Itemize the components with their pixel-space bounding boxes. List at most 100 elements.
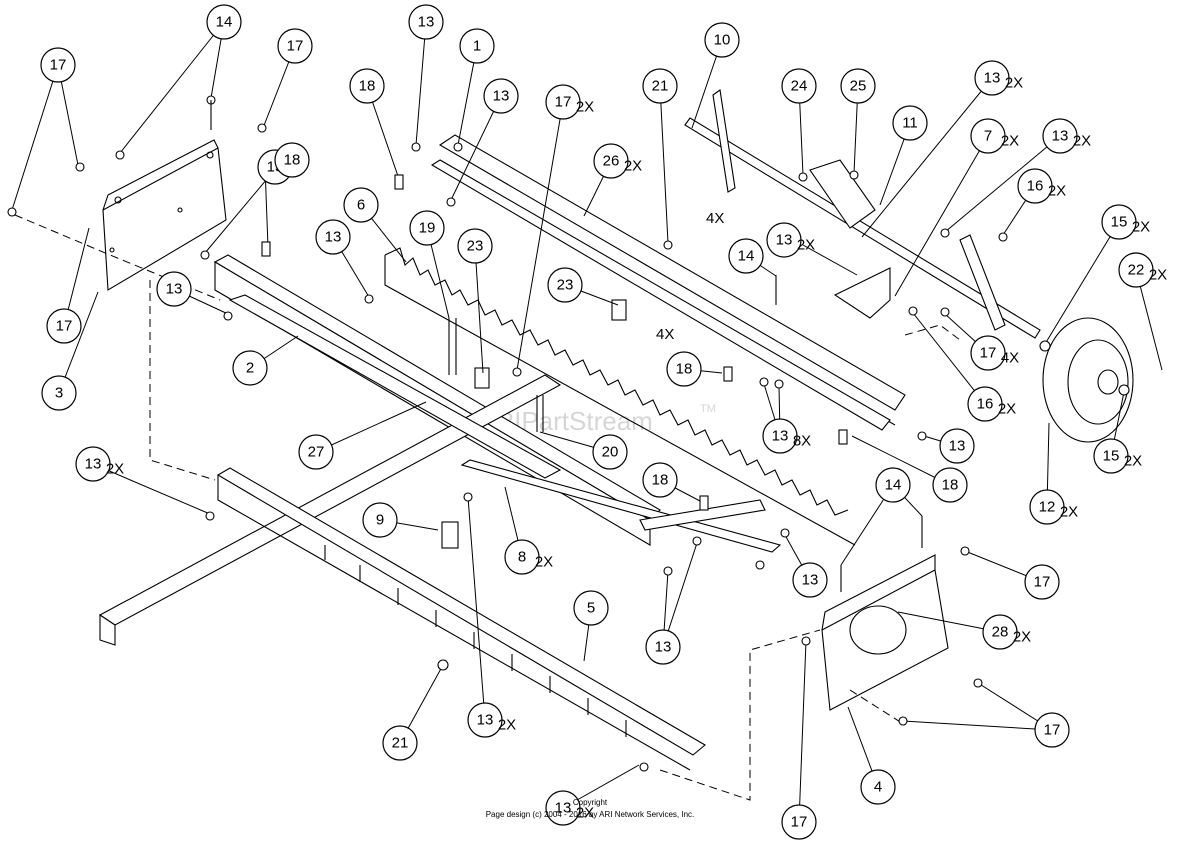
callout-21[interactable]: 21 — [382, 725, 418, 761]
callout-14[interactable]: 14 — [206, 4, 242, 40]
callout-circle — [41, 375, 77, 411]
callout-25[interactable]: 25 — [840, 68, 876, 104]
callout-8[interactable]: 8 2X — [504, 539, 553, 575]
callout-13[interactable]: 13 — [156, 271, 192, 307]
callout-number: 27 — [308, 444, 325, 461]
callout-circle — [459, 28, 495, 64]
copyright-line-2: Page design (c) 2004 - 2016 by ARI Netwo… — [485, 810, 695, 819]
callout-circle — [970, 118, 1006, 154]
callout-number: 17 — [1044, 722, 1061, 739]
callout-13[interactable]: 13 — [483, 78, 519, 114]
callout-circle — [75, 446, 111, 482]
callout-circle — [573, 590, 609, 626]
callout-circle — [666, 351, 702, 387]
callout-circle — [547, 267, 583, 303]
callout-circle — [860, 769, 896, 805]
callout-circle — [545, 790, 581, 826]
part-6-tine-bar — [384, 247, 856, 546]
callout-18[interactable]: 18 — [666, 351, 702, 387]
callout-circle — [1034, 712, 1070, 748]
callout-circle — [40, 47, 76, 83]
callout-27[interactable]: 27 — [298, 434, 334, 470]
callout-18[interactable]: 18 — [349, 68, 385, 104]
callout-11[interactable]: 11 — [892, 105, 928, 141]
callout-18[interactable]: 18 — [274, 142, 310, 178]
callout-number: 13 — [85, 456, 102, 473]
callout-number: 17 — [1034, 574, 1051, 591]
callout-5[interactable]: 5 — [573, 590, 609, 626]
callout-13[interactable]: 13 — [315, 219, 351, 255]
hidden-line-right-plate — [849, 689, 906, 726]
callout-number: 4 — [874, 779, 882, 796]
callout-number: 17 — [791, 814, 808, 831]
callout-13[interactable]: 13 — [792, 562, 828, 598]
part-11-bracket — [809, 159, 876, 229]
callout-circle — [645, 629, 681, 665]
free-label-4x-a: 4X — [706, 210, 724, 227]
callout-number: 8 — [518, 549, 526, 566]
callout-6[interactable]: 6 — [343, 187, 379, 223]
callout-10[interactable]: 10 — [704, 22, 740, 58]
callout-24[interactable]: 24 — [781, 68, 817, 104]
callout-quantity: 2X — [1124, 453, 1142, 470]
callout-13[interactable]: 13 — [939, 428, 975, 464]
callout-13[interactable]: 13 — [645, 629, 681, 665]
part-10-axle-shaft — [684, 89, 1041, 339]
callout-number: 13 — [772, 428, 789, 445]
callout-14[interactable]: 14 — [875, 467, 911, 503]
callout-1[interactable]: 1 — [459, 28, 495, 64]
callout-17[interactable]: 17 — [277, 28, 313, 64]
callout-13[interactable]: 13 — [408, 4, 444, 40]
callout-23[interactable]: 23 — [457, 228, 493, 264]
callout-3[interactable]: 3 — [41, 375, 77, 411]
callout-circle — [932, 467, 968, 503]
callout-2[interactable]: 2 — [232, 350, 268, 386]
callout-21[interactable]: 21 — [642, 68, 678, 104]
callout-number: 16 — [1027, 178, 1044, 195]
callout-circle — [1118, 252, 1154, 288]
callout-19[interactable]: 19 — [409, 210, 445, 246]
callout-number: 28 — [992, 624, 1009, 641]
callout-number: 20 — [602, 444, 619, 461]
callout-17[interactable]: 17 — [46, 308, 82, 344]
callout-number: 7 — [984, 128, 992, 145]
callout-18[interactable]: 18 — [932, 467, 968, 503]
callout-23[interactable]: 23 — [547, 267, 583, 303]
callout-17[interactable]: 17 — [40, 47, 76, 83]
callout-quantity: 2X — [535, 554, 553, 571]
callout-14[interactable]: 14 — [728, 238, 764, 274]
callout-20[interactable]: 20 — [592, 434, 628, 470]
callout-17[interactable]: 17 — [1034, 712, 1070, 748]
callout-17[interactable]: 17 — [781, 804, 817, 840]
callout-18[interactable]: 18 — [642, 462, 678, 498]
callout-4[interactable]: 4 — [860, 769, 896, 805]
callout-circle — [892, 105, 928, 141]
callout-circle — [362, 502, 398, 538]
callout-quantity: 2X — [1073, 133, 1091, 150]
callout-number: 13 — [477, 712, 494, 729]
callout-17[interactable]: 17 — [1024, 564, 1060, 600]
callout-circle — [46, 308, 82, 344]
part-7-bracket — [833, 267, 891, 319]
callout-9[interactable]: 9 — [362, 502, 398, 538]
callout-circle — [982, 614, 1018, 650]
